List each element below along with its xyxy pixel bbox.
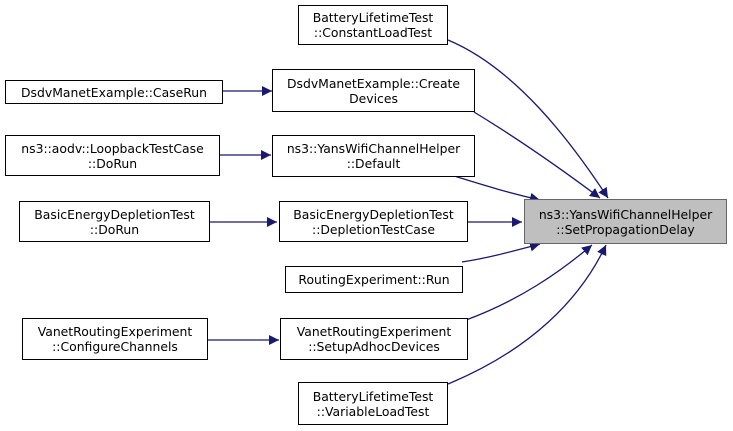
node-label-line2: ::DepletionTestCase bbox=[312, 221, 435, 237]
node-label-line1: DsdvManetExample::CaseRun bbox=[21, 84, 207, 100]
node-label-line2: ::SetPropagationDelay bbox=[556, 221, 695, 237]
node-vanet-setup-adhoc-devices[interactable]: VanetRoutingExperiment ::SetupAdhocDevic… bbox=[280, 318, 468, 360]
edge-routing-run-to-target bbox=[461, 241, 541, 263]
node-label-line1: ns3::YansWifiChannelHelper bbox=[286, 141, 461, 156]
node-label-line1: RoutingExperiment::Run bbox=[298, 272, 450, 287]
node-label-line2: ::ConstantLoadTest bbox=[313, 25, 433, 40]
node-basic-energy-depletion-test-case[interactable]: BasicEnergyDepletionTest ::DepletionTest… bbox=[279, 201, 468, 242]
node-label-line1: BasicEnergyDepletionTest bbox=[293, 206, 454, 222]
node-vanet-configure-channels[interactable]: VanetRoutingExperiment ::ConfigureChanne… bbox=[22, 318, 208, 360]
node-label-line1: ns3::aodv::LoopbackTestCase bbox=[21, 140, 204, 156]
edge-vanet-setup-to-target bbox=[465, 244, 593, 321]
node-label-line2: ::DoRun bbox=[89, 221, 140, 237]
node-label-line2: Devices bbox=[349, 90, 398, 106]
edge-yans-default-to-target bbox=[453, 175, 541, 203]
node-routing-experiment-run[interactable]: RoutingExperiment::Run bbox=[285, 266, 463, 293]
node-label-line1: BatteryLifetimeTest bbox=[312, 10, 434, 25]
node-label-line1: VanetRoutingExperiment bbox=[37, 324, 193, 339]
node-battery-variable-load-test[interactable]: BatteryLifetimeTest ::VariableLoadTest bbox=[298, 382, 448, 425]
node-label-line1: ns3::YansWifiChannelHelper bbox=[538, 206, 713, 222]
node-dsdv-case-run[interactable]: DsdvManetExample::CaseRun bbox=[5, 80, 223, 104]
node-set-propagation-delay[interactable]: ns3::YansWifiChannelHelper ::SetPropagat… bbox=[524, 199, 727, 244]
node-label-line1: BatteryLifetimeTest bbox=[312, 388, 434, 404]
node-label-line1: BasicEnergyDepletionTest bbox=[34, 206, 195, 222]
node-label-line2: ::SetupAdhocDevices bbox=[308, 339, 440, 354]
node-basic-energy-do-run[interactable]: BasicEnergyDepletionTest ::DoRun bbox=[19, 201, 210, 242]
node-label-line2: ::DoRun bbox=[87, 155, 138, 171]
node-label-line1: VanetRoutingExperiment bbox=[296, 324, 452, 339]
node-battery-constant-load-test[interactable]: BatteryLifetimeTest ::ConstantLoadTest bbox=[298, 5, 448, 45]
node-dsdv-create-devices[interactable]: DsdvManetExample::Create Devices bbox=[272, 69, 475, 112]
node-label-line2: ::ConfigureChannels bbox=[52, 339, 178, 354]
node-yans-default[interactable]: ns3::YansWifiChannelHelper ::Default bbox=[272, 135, 475, 177]
node-label-line1: DsdvManetExample::Create bbox=[286, 75, 461, 91]
node-aodv-loopback-do-run[interactable]: ns3::aodv::LoopbackTestCase ::DoRun bbox=[5, 135, 220, 176]
node-label-line2: ::Default bbox=[346, 156, 401, 171]
edge-battery-variable-to-target bbox=[447, 244, 607, 385]
node-label-line2: ::VariableLoadTest bbox=[316, 403, 430, 419]
edge-battery-constant-to-target bbox=[447, 39, 609, 199]
edge-dsdv-create-to-target bbox=[473, 111, 601, 199]
